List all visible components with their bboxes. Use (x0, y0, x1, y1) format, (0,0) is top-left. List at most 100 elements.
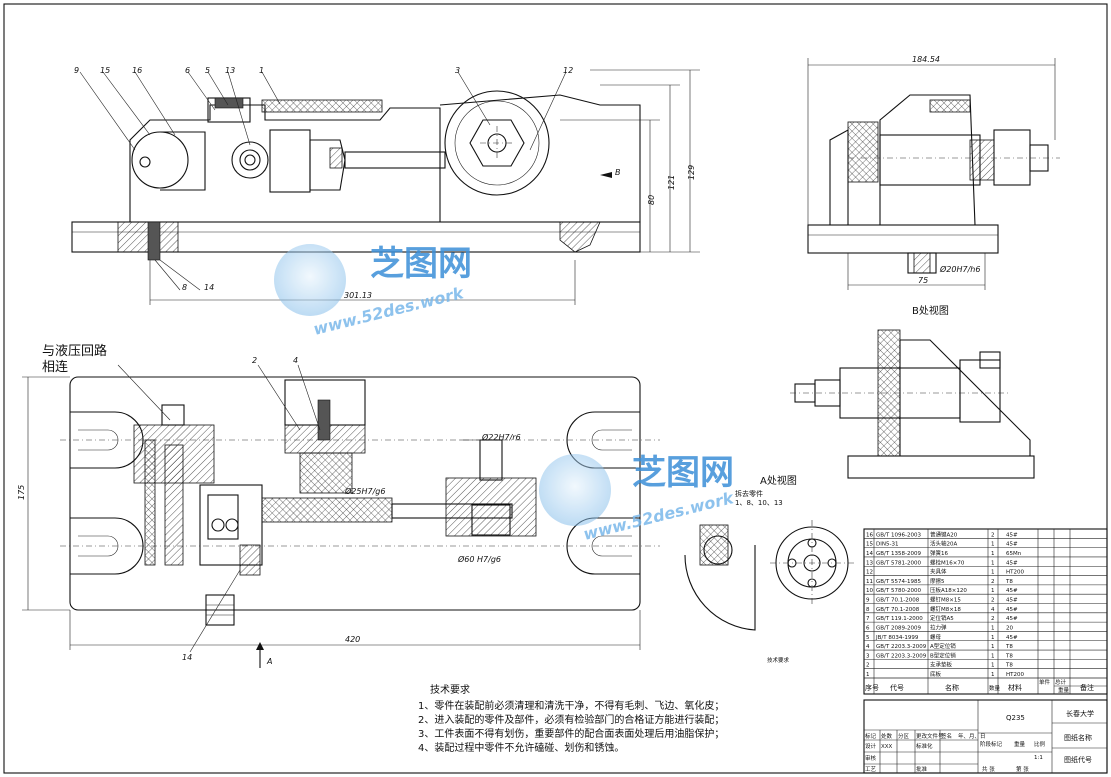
bom-cell-name: 螺栓M16×70 (930, 558, 965, 566)
bom-cell-mat: 45# (1006, 542, 1018, 548)
bom-cell-code: GB/T 2089-2009 (876, 625, 921, 631)
tb-zone: 分区 (898, 732, 910, 740)
bom-cell-mat: 45# (1006, 532, 1018, 538)
callout-14-plan: 14 (182, 653, 192, 662)
tb-count: 处数 (881, 732, 893, 740)
bom-cell-code: JB/T 8034-1999 (875, 635, 919, 641)
callout-13: 13 (225, 66, 235, 75)
bom-cell-code: GB/T 2203.3-2009 (876, 644, 927, 650)
bom-cell-mat: 20 (1006, 625, 1013, 631)
dim-side-width: 184.54 (912, 55, 940, 64)
bom-cell-code: GB/T 1358-2009 (876, 551, 921, 557)
bom-cell-no: 11 (866, 579, 873, 585)
bom-cell-name: 定位销A5 (930, 614, 954, 622)
tb-standardize: 标准化 (916, 742, 933, 750)
sheet-border (3, 3, 1108, 774)
bom-cell-code: GB/T 2203.3-2009 (876, 653, 927, 659)
bom-cell-no: 2 (866, 663, 870, 669)
bom-cell-no: 8 (866, 607, 870, 613)
bom-cell-name: 夹具体 (930, 568, 947, 576)
bom-cell-code: GB/T 119.1-2000 (876, 616, 923, 622)
bom-cell-qty: 1 (991, 653, 995, 659)
bom-cell-mat: T8 (1005, 644, 1013, 650)
tb-drawing-code: 图纸代号 (1064, 755, 1092, 764)
tb-drawing-name: 图纸名称 (1064, 733, 1092, 742)
fit-25: Ø25H7/g6 (344, 486, 385, 496)
bom-cell-name: 摩擦5 (930, 577, 945, 585)
bom-cell-name: 底板 (930, 670, 942, 678)
bom-cell-mat: 65Mn (1006, 551, 1022, 557)
bom-cell-name: 活头轴20A (930, 540, 957, 548)
hydraulic-note-line1: 与液压回路 (42, 343, 107, 359)
view-a-note-1: 拆去零件 (735, 489, 763, 498)
bom-cell-code: DIN5-31 (876, 542, 898, 548)
dim-side-base: 75 (918, 276, 928, 285)
callout-5: 5 (205, 66, 210, 75)
callout-14: 14 (204, 283, 214, 292)
bom-cell-mat: 45# (1006, 616, 1018, 622)
tech-req-item-3: 3、工件表面不得有划伤，重要部件的配合面表面处理后用油脂保护； (418, 727, 724, 740)
tb-change: 更改文件号 (916, 732, 944, 740)
bom-cell-mat: T8 (1005, 579, 1013, 585)
tb-design: 设计 (865, 742, 877, 750)
view-b: B处视图 (790, 304, 1035, 479)
watermark-brand: 芝图网 (370, 244, 472, 284)
dim-129: 129 (687, 165, 696, 180)
bom-cell-qty: 1 (991, 588, 995, 594)
fit-60: Ø60 H7/g6 (457, 554, 501, 564)
callout-6: 6 (185, 66, 190, 75)
bom-header-qty: 数量 (989, 684, 1001, 692)
bom-cell-qty: 4 (991, 607, 995, 613)
bom-cell-no: 10 (866, 588, 873, 594)
tech-req-title: 技术要求 (430, 683, 470, 696)
front-callouts: 9 15 16 6 5 13 1 3 12 8 14 301.13 80 121… (74, 66, 696, 300)
bom-cell-qty: 1 (991, 625, 995, 631)
bom-header-mat: 材料 (1008, 683, 1022, 692)
bom-cell-name: 螺母 (930, 633, 942, 641)
callout-15: 15 (100, 66, 110, 75)
bom-cell-mat: 45# (1006, 588, 1018, 594)
plan-view (22, 364, 660, 668)
bom-cell-mat: HT200 (1006, 570, 1024, 576)
view-a-note-2: 1、8、10、13 (735, 499, 783, 507)
bom-cell-code: GB/T 70.1-2008 (876, 607, 920, 613)
tb-check: 审核 (865, 754, 877, 762)
bom-cell-mat: T8 (1005, 663, 1013, 669)
bom-cell-no: 12 (866, 570, 873, 576)
dim-175: 175 (17, 485, 26, 500)
callout-9: 9 (74, 66, 79, 75)
bom-cell-no: 6 (866, 625, 870, 631)
bom-cell-name: B型定位销 (930, 651, 956, 659)
bom-cell-mat: HT200 (1006, 672, 1024, 678)
bom-cell-no: 15 (866, 542, 873, 548)
bom-cell-no: 13 (866, 560, 873, 566)
bom-cell-qty: 1 (991, 672, 995, 678)
bom-cell-no: 4 (866, 644, 870, 650)
tb-sheet: 第 张 (1016, 765, 1029, 773)
tb-weight: 重量 (1014, 740, 1026, 748)
watermark-center: 芝图网 www.52des.work (274, 244, 472, 339)
tb-school: 长春大学 (1066, 709, 1094, 718)
side-view: 184.54 75 Ø20H7/h6 (807, 55, 1060, 290)
tb-date: 年、月、日 (958, 732, 986, 740)
bom-cell-no: 1 (866, 672, 870, 678)
bom-header-total: 总计 (1055, 678, 1067, 686)
tb-scale-label: 比例 (1034, 740, 1046, 748)
bom-cell-mat: 45# (1006, 598, 1018, 604)
tb-scale: 1:1 (1034, 755, 1043, 761)
bom-cell-no: 7 (866, 616, 870, 622)
tb-material: Q235 (1006, 714, 1025, 722)
bom-cell-name: 支承垫板 (930, 661, 953, 669)
callout-16: 16 (132, 66, 142, 75)
bom-cell-qty: 1 (991, 542, 995, 548)
bom-cell-name: 螺钉M8×15 (930, 596, 961, 604)
bom-cell-no: 14 (866, 551, 873, 557)
dim-420: 420 (345, 635, 360, 644)
bom-cell-mat: T8 (1005, 653, 1013, 659)
bom-cell-code: GB/T 5574-1985 (876, 579, 921, 585)
title-block: Q235 长春大学 图纸名称 图纸代号 标记 处数 分区 更改文件号 签名 年、… (863, 699, 1108, 774)
dim-overall-front: 301.13 (344, 291, 372, 300)
bom-cell-name: 螺钉M8×18 (930, 605, 961, 613)
view-arrow-a: A (266, 657, 272, 666)
